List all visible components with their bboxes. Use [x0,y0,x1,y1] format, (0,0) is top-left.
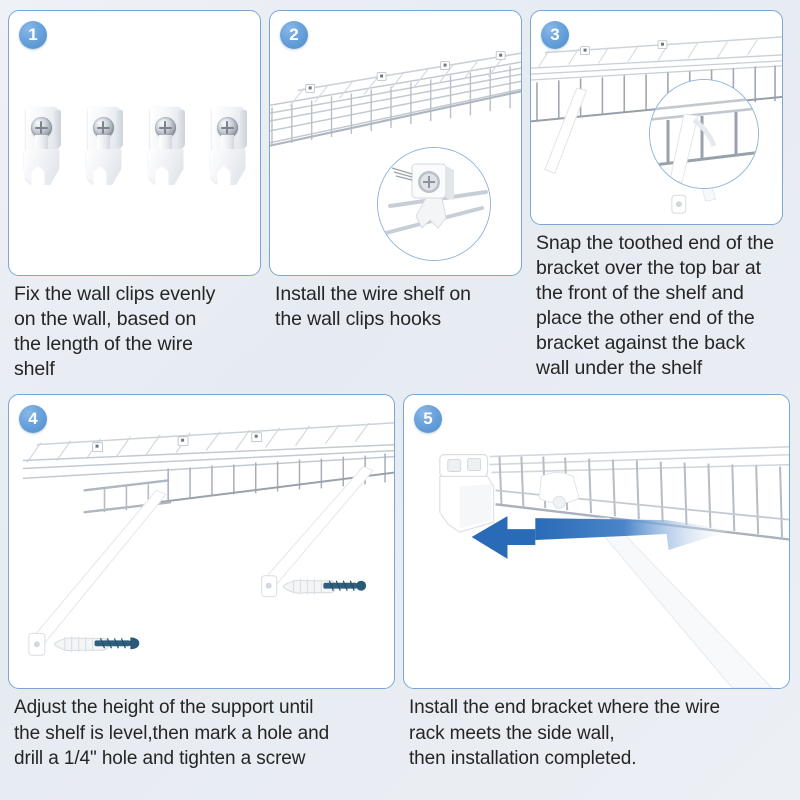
step-5-caption: Install the end bracket where the wire r… [409,697,720,769]
step-2: 2 [269,10,522,392]
phillips-screw-icon [154,117,176,138]
step-5-illustration-panel: 5 [403,394,790,689]
wall-clip-hook-detail-inset [377,147,491,261]
clip-neck [220,135,234,151]
wall-clip-icon [146,107,186,187]
step-1: 1 [8,10,261,392]
step-4-caption: Adjust the height of the support until t… [14,697,330,769]
step-4-badge: 4 [19,405,47,433]
clip-hook [209,149,246,185]
step-2-caption: Install the wire shelf on the wall clips… [275,283,471,330]
step-1-caption: Fix the wall clips evenly on the wall, b… [14,283,216,380]
step-2-illustration-panel: 2 [269,10,522,276]
clip-neck [34,135,48,151]
wall-clip-icon [22,107,62,187]
phillips-screw-icon [92,117,114,138]
clip-hook [147,149,184,185]
clip-neck [96,135,110,151]
wall-clip-icon [84,107,124,187]
step-1-illustration-panel: 1 [8,10,261,276]
steps-row-top: 1 [0,0,800,392]
phillips-screw-icon [216,117,238,138]
shelf-with-supports-illustration [9,395,394,688]
step-4: 4 [8,394,395,800]
phillips-screw-icon [30,117,52,138]
clip-hook [23,149,60,185]
step-3: 3 [530,10,783,392]
step-4-illustration-panel: 4 [8,394,395,689]
step-2-badge: 2 [280,21,308,49]
step-5: 5 [403,394,790,800]
wall-clip-group [9,107,260,187]
steps-row-bottom: 4 [0,392,800,800]
clip-hook [85,149,122,185]
end-bracket-illustration [404,395,789,688]
step-5-badge: 5 [414,405,442,433]
direction-arrow [471,516,733,559]
bracket-snap-detail-inset [649,79,759,189]
clip-neck [158,135,172,151]
wire-shelf-illustration [270,11,521,275]
step-3-caption: Snap the toothed end of the bracket over… [536,232,775,379]
wall-clip-icon [208,107,248,187]
step-1-badge: 1 [19,21,47,49]
step-3-badge: 3 [541,21,569,49]
step-3-illustration-panel: 3 [530,10,783,225]
